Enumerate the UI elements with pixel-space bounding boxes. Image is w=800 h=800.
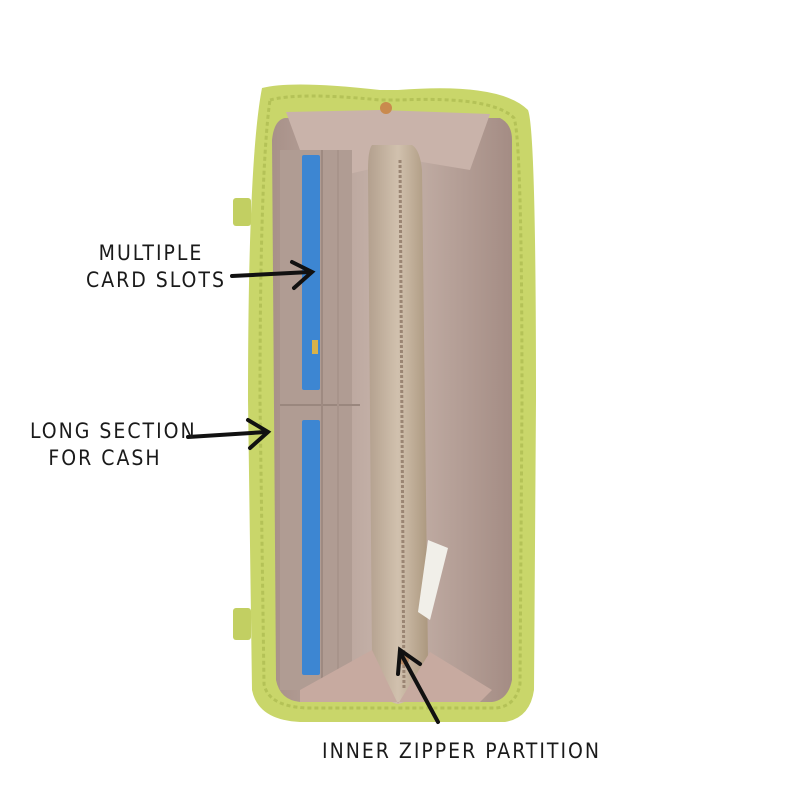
card-chip <box>312 340 318 354</box>
arrow-card-slots <box>230 260 316 290</box>
callout-zipper-partition: INNER ZIPPER PARTITION <box>322 738 602 765</box>
zipper-pull <box>380 102 392 114</box>
callout-card-slots-line-1: MULTIPLE <box>98 241 204 265</box>
arrow-zipper-partition <box>396 646 440 724</box>
callout-card-slots: MULTIPLE CARD SLOTS <box>86 240 226 294</box>
bottom-gusset <box>300 650 492 704</box>
zipper-divider <box>368 145 428 704</box>
callout-cash-line-1: LONG SECTION <box>30 419 197 443</box>
card-lower <box>302 420 320 675</box>
divider-zipper <box>398 159 406 691</box>
callout-card-slots-line-2: CARD SLOTS <box>86 268 226 292</box>
arrow-cash-section <box>186 418 272 450</box>
strap-tab-upper <box>233 198 251 226</box>
callout-zipper-line: INNER ZIPPER PARTITION <box>322 739 602 763</box>
strap-tab-lower <box>233 608 251 640</box>
callout-cash-section: LONG SECTION FOR CASH <box>30 418 197 472</box>
receipt-paper <box>418 540 448 620</box>
callout-cash-line-2: FOR CASH <box>48 446 162 470</box>
